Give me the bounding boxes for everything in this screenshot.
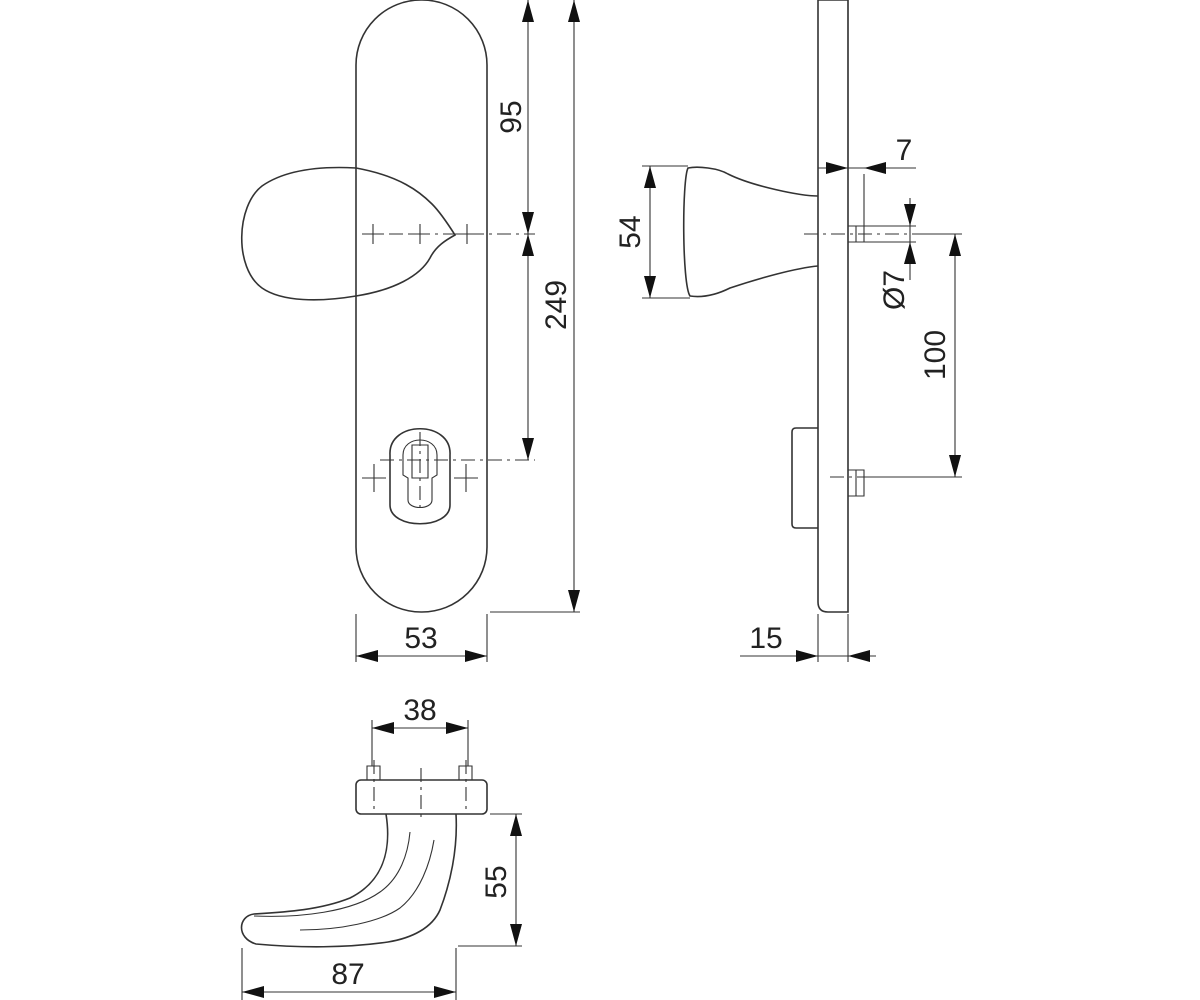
- knob-cross-left: [363, 224, 383, 244]
- cylinder-escutcheon-outline: [389, 427, 451, 525]
- dimension-54-label: 54: [614, 215, 647, 248]
- front-knob-outline: [240, 166, 457, 301]
- dimension-55: 55: [480, 814, 522, 946]
- dimension-53: 53: [356, 622, 487, 662]
- dimension-15: 15: [740, 622, 876, 662]
- cylinder-hole: [402, 439, 438, 509]
- dimension-95-label: 95: [495, 100, 528, 133]
- dimension-55-label: 55: [480, 865, 513, 898]
- lever-view: 38 55 87: [240, 694, 522, 1000]
- cylinder-slot: [411, 444, 429, 479]
- dimension-100-label: 100: [919, 330, 952, 380]
- knob-cross-center: [410, 224, 430, 244]
- lever-body-inner-line-2: [299, 839, 435, 931]
- dimension-diameter-7: Ø7: [878, 198, 916, 310]
- cylinder-cross-right: [454, 464, 478, 492]
- dimension-7: 7: [818, 134, 916, 174]
- side-cylinder-lug: [791, 427, 818, 529]
- cylinder-cross-left: [362, 464, 386, 492]
- dimension-15-label: 15: [749, 622, 782, 655]
- side-view: 54 7 Ø7 100 15: [614, 0, 962, 662]
- dimension-7-label: 7: [896, 134, 913, 167]
- side-plate-outline: [817, 0, 849, 613]
- dimension-95: 95: [495, 0, 534, 234]
- dimension-100: 100: [919, 234, 961, 477]
- side-knob-outline: [682, 166, 819, 298]
- dimension-249-label: 249: [540, 280, 573, 330]
- lever-body-inner-line: [253, 831, 411, 917]
- dimension-249: 249: [522, 234, 573, 460]
- dimension-53-label: 53: [404, 622, 437, 655]
- dimension-38-label: 38: [403, 694, 436, 727]
- knob-cross-right: [457, 224, 477, 244]
- front-view: 95 249 53: [240, 0, 580, 662]
- front-plate-outline: [355, 0, 488, 613]
- dimension-87-label: 87: [331, 958, 364, 991]
- lever-body-outline: [240, 813, 458, 948]
- dimension-diameter-7-label: Ø7: [878, 270, 911, 310]
- dimension-54: 54: [614, 166, 656, 298]
- dimension-38: 38: [372, 694, 468, 734]
- dimension-total-height: [568, 0, 580, 612]
- dimension-87: 87: [242, 958, 456, 998]
